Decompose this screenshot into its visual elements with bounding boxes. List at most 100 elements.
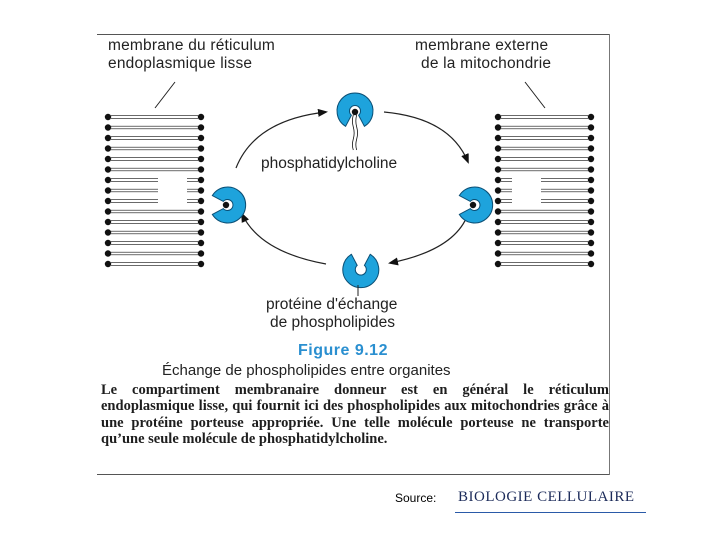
protein-right — [458, 186, 494, 224]
mito-membrane-label: membrane externe de la mitochondrie — [415, 37, 551, 73]
er-membrane-label: membrane du réticulum endoplasmique liss… — [108, 37, 275, 73]
lipid-head — [104, 145, 112, 152]
lipid-tail — [111, 220, 198, 224]
lipid-tail — [501, 241, 588, 245]
lipid-row — [104, 113, 205, 121]
lipid-tail — [111, 167, 198, 172]
lipid-head — [197, 145, 205, 152]
exchange-cycle-arrows — [235, 108, 469, 266]
lipid-head — [104, 260, 112, 268]
figure-title: Échange de phospholipides entre organite… — [162, 362, 451, 379]
lipid-head — [587, 124, 595, 131]
phosphatidylcholine-label: phosphatidylcholine — [261, 155, 397, 172]
lipid-row — [494, 113, 595, 121]
right-rule — [609, 34, 610, 475]
arrow-er-to-top — [235, 108, 328, 169]
lipid-head — [494, 113, 502, 121]
lipid-head — [197, 229, 205, 236]
lipid-tail — [541, 188, 588, 193]
bottom-rule — [97, 474, 610, 475]
lipid-row — [494, 134, 595, 142]
lipid-head — [494, 134, 502, 142]
lipid-head — [197, 239, 205, 247]
lipid-row — [104, 229, 205, 236]
lipid-head — [104, 208, 112, 215]
er-bilayer — [104, 113, 205, 268]
lipid-head — [587, 155, 595, 163]
lipid-row — [494, 145, 595, 152]
lipid-head — [587, 176, 595, 184]
lipid-tail — [111, 146, 198, 151]
lipid-head — [104, 197, 112, 205]
lipid-head — [587, 197, 595, 205]
lipid-tail — [501, 157, 588, 161]
lipid-head — [587, 166, 595, 173]
lipid-row — [104, 208, 205, 215]
lipid-head — [587, 239, 595, 247]
lipid-tail — [501, 262, 588, 266]
lipid-head — [587, 250, 595, 257]
arrow-top-to-mito — [383, 111, 469, 164]
lipid-head — [494, 260, 502, 268]
lipid-head — [104, 134, 112, 142]
figure-number: Figure 9.12 — [298, 342, 388, 359]
mito-membrane-label-line1: membrane externe — [415, 37, 549, 54]
top-rule — [97, 34, 610, 35]
lipid-row — [104, 145, 205, 152]
lipid-head — [587, 208, 595, 215]
lipid-head — [197, 260, 205, 268]
lipid-row — [104, 250, 205, 257]
arrow-mito-to-bottom — [388, 213, 469, 266]
lipid-tail — [541, 178, 588, 182]
lipid-row — [104, 134, 205, 142]
arrow-bottom-to-er — [241, 212, 327, 265]
lipid-head — [104, 239, 112, 247]
lipid-tail — [187, 199, 198, 203]
lipid-row — [494, 218, 595, 226]
lipid-head — [197, 134, 205, 142]
lipid-head — [197, 155, 205, 163]
lipid-head — [197, 176, 205, 184]
protein-top — [336, 92, 374, 151]
lipid-row — [104, 155, 205, 163]
lipid-tail — [501, 136, 588, 140]
lipid-tail — [501, 167, 588, 172]
lipid-tail — [187, 178, 198, 182]
lipid-row — [494, 208, 595, 215]
lipid-head — [104, 176, 112, 184]
lipid-head — [197, 218, 205, 226]
protein-label-line2: de phospholipides — [270, 314, 395, 331]
source-underline — [455, 512, 646, 513]
lipid-tail — [111, 230, 198, 235]
mito-label-leader — [524, 81, 546, 109]
lipid-head — [197, 197, 205, 205]
lipid-row — [494, 155, 595, 163]
lipid-head — [104, 218, 112, 226]
lipid-head — [494, 250, 502, 257]
lipid-row — [494, 187, 595, 194]
lipid-tail — [111, 136, 198, 140]
lipid-row — [104, 166, 205, 173]
lipid-tail — [111, 209, 198, 214]
lipid-tail — [111, 241, 198, 245]
lipid-row — [104, 187, 205, 194]
lipid-tail — [501, 251, 588, 256]
lipid-row — [494, 124, 595, 131]
lipid-tail — [501, 115, 588, 119]
lipid-head — [197, 113, 205, 121]
lipid-head — [587, 113, 595, 121]
lipid-head — [494, 197, 502, 205]
lipid-head — [587, 260, 595, 268]
lipid-head — [494, 176, 502, 184]
lipid-head — [104, 250, 112, 257]
lipid-head — [104, 155, 112, 163]
lipid-head — [104, 124, 112, 131]
lipid-tail — [111, 157, 198, 161]
lipid-tail — [541, 199, 588, 203]
lipid-head — [197, 124, 205, 131]
lipid-row — [494, 260, 595, 268]
lipid-head — [197, 250, 205, 257]
lipid-tail — [187, 188, 198, 193]
lipid-tail — [501, 230, 588, 235]
